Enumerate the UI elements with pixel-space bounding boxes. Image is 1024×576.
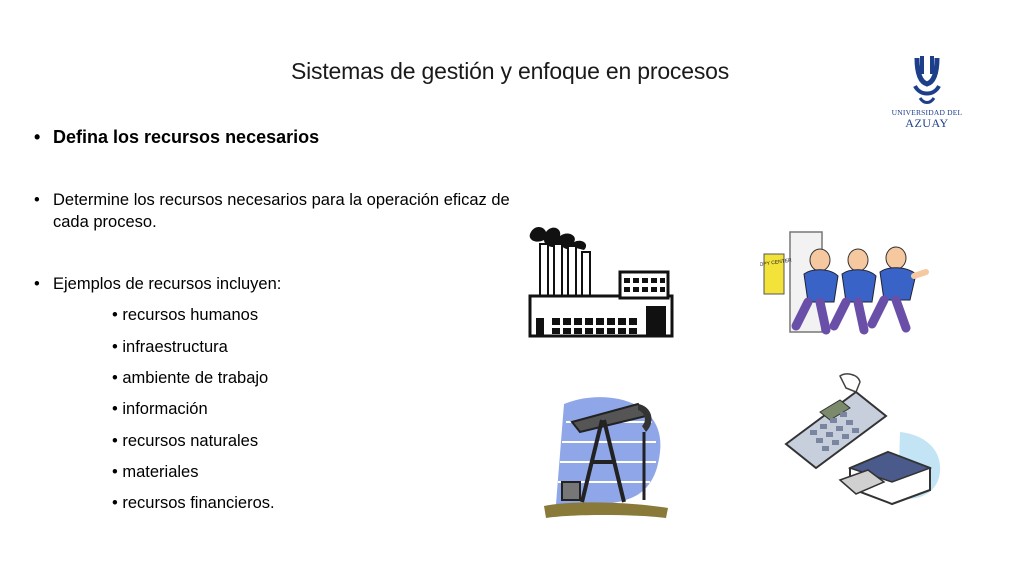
university-logo: UNIVERSIDAD DEL AZUAY [884, 52, 970, 136]
oil-pump-icon [544, 397, 668, 518]
university-crest-icon [913, 56, 941, 104]
worker-figure [791, 248, 839, 335]
calculator-printer-icon [784, 373, 941, 506]
bullet-text: Ejemplos de recursos incluyen: [53, 275, 282, 293]
sub-item-materiales: • materiales [112, 463, 199, 481]
bullet-marker: • [34, 191, 40, 209]
sub-item-recursos-humanos: • recursos humanos [112, 306, 259, 324]
worker-figure [829, 248, 877, 335]
sub-item-infraestructura: • infraestructura [112, 338, 228, 356]
slide-title: Sistemas de gestión y enfoque en proceso… [290, 58, 730, 84]
logo-line-2: AZUAY [905, 116, 949, 130]
bullet-text: Defina los recursos necesarios [53, 127, 320, 147]
sub-item-recursos-naturales: • recursos naturales [112, 432, 259, 450]
workers-icon: COPY CENTER [760, 231, 929, 335]
factory-icon [528, 227, 674, 338]
sub-item-recursos-financieros: • recursos financieros. [112, 494, 275, 512]
copy-center-sign: COPY CENTER [760, 257, 792, 268]
sub-item-ambiente: • ambiente de trabajo [112, 369, 269, 387]
logo-line-1: UNIVERSIDAD DEL [891, 108, 963, 117]
bullet-marker: • [34, 127, 41, 147]
bullet-text: Determine los recursos necesarios para l… [53, 191, 510, 231]
worker-figure [867, 246, 929, 333]
bullet-marker: • [34, 275, 40, 293]
sub-item-informacion: • información [112, 400, 208, 418]
